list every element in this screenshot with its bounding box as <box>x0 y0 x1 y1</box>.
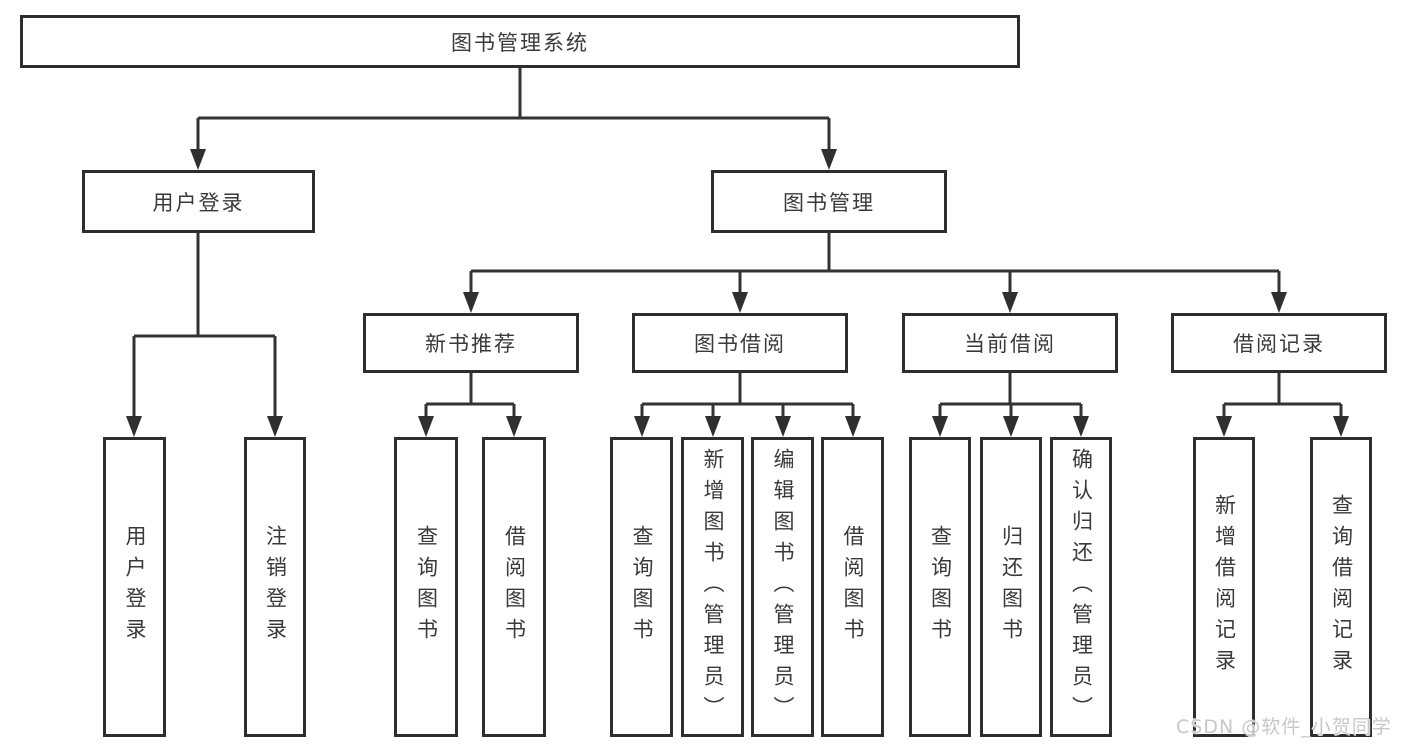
node-leaf-query-books-current-label: 查询图书 <box>928 525 953 649</box>
csdn-watermark: CSDN @软件_小贺同学 <box>1176 716 1392 738</box>
node-root: 图书管理系统 <box>20 15 1020 68</box>
node-leaf-return-book-label: 归还图书 <box>999 525 1024 649</box>
node-root-label: 图书管理系统 <box>451 30 589 55</box>
node-leaf-query-books-borrow-label: 查询图书 <box>630 525 654 649</box>
node-leaf-confirm-return-admin: 确认归还（管理员） <box>1050 437 1112 737</box>
node-book-management-label: 图书管理 <box>783 190 875 215</box>
node-user-login: 用户登录 <box>82 170 315 233</box>
node-book-borrowing: 图书借阅 <box>632 313 848 373</box>
node-current-borrowing-label: 当前借阅 <box>964 332 1056 356</box>
node-leaf-query-books-current: 查询图书 <box>909 437 971 737</box>
node-leaf-return-book: 归还图书 <box>980 437 1042 737</box>
arrowhead-icons <box>126 149 1349 437</box>
node-leaf-confirm-return-admin-label: 确认归还（管理员） <box>1069 447 1094 727</box>
node-leaf-user-login-label: 用户登录 <box>123 525 147 649</box>
node-current-borrowing: 当前借阅 <box>902 313 1118 373</box>
node-borrow-records: 借阅记录 <box>1171 313 1387 373</box>
node-leaf-borrow-books-recommend-label: 借阅图书 <box>502 525 527 649</box>
node-new-book-recommend: 新书推荐 <box>363 313 579 373</box>
node-leaf-query-borrow-record-label: 查询借阅记录 <box>1329 494 1354 680</box>
node-leaf-query-books-borrow: 查询图书 <box>610 437 673 737</box>
node-leaf-user-login: 用户登录 <box>103 437 166 737</box>
node-leaf-query-books-recommend-label: 查询图书 <box>414 525 439 649</box>
node-leaf-query-books-recommend: 查询图书 <box>394 437 458 737</box>
node-book-management: 图书管理 <box>711 170 947 233</box>
node-new-book-recommend-label: 新书推荐 <box>425 332 517 356</box>
node-leaf-query-borrow-record: 查询借阅记录 <box>1310 437 1372 737</box>
node-leaf-borrow-books: 借阅图书 <box>821 437 884 737</box>
node-book-borrowing-label: 图书借阅 <box>694 332 786 356</box>
node-leaf-logout: 注销登录 <box>244 437 306 737</box>
node-borrow-records-label: 借阅记录 <box>1233 332 1325 356</box>
node-leaf-logout-label: 注销登录 <box>263 525 288 649</box>
node-leaf-edit-book-admin: 编辑图书（管理员） <box>751 437 814 737</box>
node-leaf-borrow-books-label: 借阅图书 <box>841 525 865 649</box>
node-leaf-add-borrow-record: 新增借阅记录 <box>1193 437 1255 737</box>
node-leaf-add-borrow-record-label: 新增借阅记录 <box>1212 494 1237 680</box>
node-leaf-add-book-admin: 新增图书（管理员） <box>681 437 744 737</box>
node-leaf-borrow-books-recommend: 借阅图书 <box>482 437 546 737</box>
node-user-login-label: 用户登录 <box>152 190 245 215</box>
node-leaf-edit-book-admin-label: 编辑图书（管理员） <box>771 447 795 727</box>
node-leaf-add-book-admin-label: 新增图书（管理员） <box>701 447 725 727</box>
